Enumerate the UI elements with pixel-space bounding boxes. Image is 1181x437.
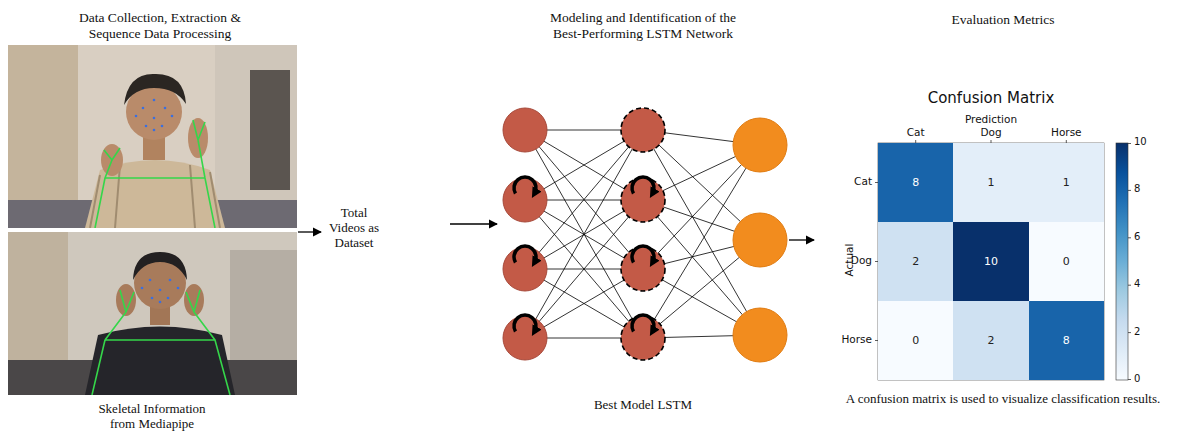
axis-title: Prediction bbox=[941, 113, 1041, 125]
matrix-cell: 8 bbox=[878, 143, 953, 222]
cell-value: 2 bbox=[987, 334, 994, 347]
input-arrow bbox=[450, 223, 497, 224]
matrix-cell: 0 bbox=[1029, 222, 1104, 301]
recurrent-loops bbox=[514, 177, 654, 332]
cell-value: 1 bbox=[1063, 176, 1070, 189]
chart-title: Confusion Matrix bbox=[881, 90, 1101, 107]
colorbar-tick: 10 bbox=[1134, 136, 1164, 148]
matrix-frame bbox=[878, 143, 1104, 380]
figure-caption: Best Model LSTM bbox=[543, 398, 743, 413]
row-label: Horse bbox=[812, 333, 872, 345]
colorbar-tick: 6 bbox=[1134, 231, 1164, 243]
colorbar-tick: 8 bbox=[1134, 183, 1164, 195]
column-label: Dog bbox=[956, 126, 1026, 138]
row-label: Dog bbox=[812, 254, 872, 266]
column-label: Horse bbox=[1031, 126, 1101, 138]
matrix-cell: 2 bbox=[953, 301, 1028, 380]
colorbar-tick: 0 bbox=[1134, 373, 1164, 385]
matrix-cell: 10 bbox=[953, 222, 1028, 301]
colorbar-tick: 4 bbox=[1134, 278, 1164, 290]
row-label: Cat bbox=[812, 175, 872, 187]
lstm-layer-2 bbox=[621, 108, 665, 360]
lstm-layer-1 bbox=[503, 108, 547, 360]
cell-value: 1 bbox=[987, 176, 994, 189]
cell-value: 0 bbox=[1063, 255, 1070, 268]
network-weights bbox=[525, 130, 760, 338]
figure-caption: A confusion matrix is used to visualize … bbox=[833, 392, 1173, 407]
photo-signer-2 bbox=[8, 232, 297, 395]
section-heading: Modeling and Identification of the Best-… bbox=[538, 10, 748, 41]
matrix-cell: 1 bbox=[1029, 143, 1104, 222]
cell-value: 0 bbox=[912, 334, 919, 347]
colorbar-tick: 2 bbox=[1134, 326, 1164, 338]
photo-signer-1 bbox=[8, 45, 297, 228]
cell-value: 10 bbox=[984, 255, 998, 268]
matrix-cell: 1 bbox=[953, 143, 1028, 222]
flow-arrow bbox=[298, 231, 321, 232]
cell-value: 2 bbox=[912, 255, 919, 268]
output-arrow bbox=[789, 239, 814, 240]
column-label: Cat bbox=[881, 126, 951, 138]
section-heading: Evaluation Metrics bbox=[903, 12, 1103, 28]
matrix-cell: 8 bbox=[1029, 301, 1104, 380]
cell-value: 8 bbox=[912, 176, 919, 189]
matrix-cell: 0 bbox=[878, 301, 953, 380]
dataset-label: Total Videos as Dataset bbox=[323, 206, 385, 251]
section-heading: Data Collection, Extraction & Sequence D… bbox=[60, 10, 260, 41]
matrix-cell: 2 bbox=[878, 222, 953, 301]
figure-caption: Skeletal Information from Mediapipe bbox=[87, 402, 217, 432]
cell-value: 8 bbox=[1063, 334, 1070, 347]
colorbar bbox=[1116, 143, 1131, 380]
output-layer bbox=[733, 118, 787, 362]
